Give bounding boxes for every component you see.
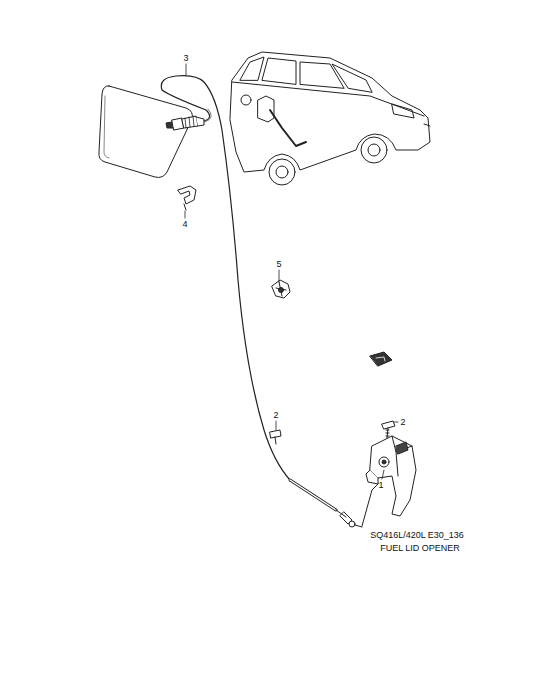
vehicle — [230, 52, 430, 185]
callout-number: 1 — [378, 481, 383, 490]
fuel-lid — [99, 86, 193, 178]
callout-number: 5 — [276, 260, 281, 269]
figure-title: FUEL LID OPENER — [380, 544, 460, 553]
cable-clamp — [272, 280, 290, 298]
callout-number: 2 — [273, 411, 278, 420]
leader-lines — [185, 64, 398, 479]
screw-right — [382, 421, 395, 438]
screw-left — [270, 430, 281, 444]
callout-number: 4 — [182, 220, 187, 229]
callout-number: 2 — [400, 418, 405, 427]
front-arrow-tag — [370, 352, 392, 366]
lid-latch — [166, 116, 204, 130]
cable-clip — [178, 186, 196, 210]
figure-code: SQ416L/420L E30_136 — [370, 531, 464, 540]
callout-number: 3 — [183, 54, 188, 63]
opener-lever — [362, 436, 416, 526]
